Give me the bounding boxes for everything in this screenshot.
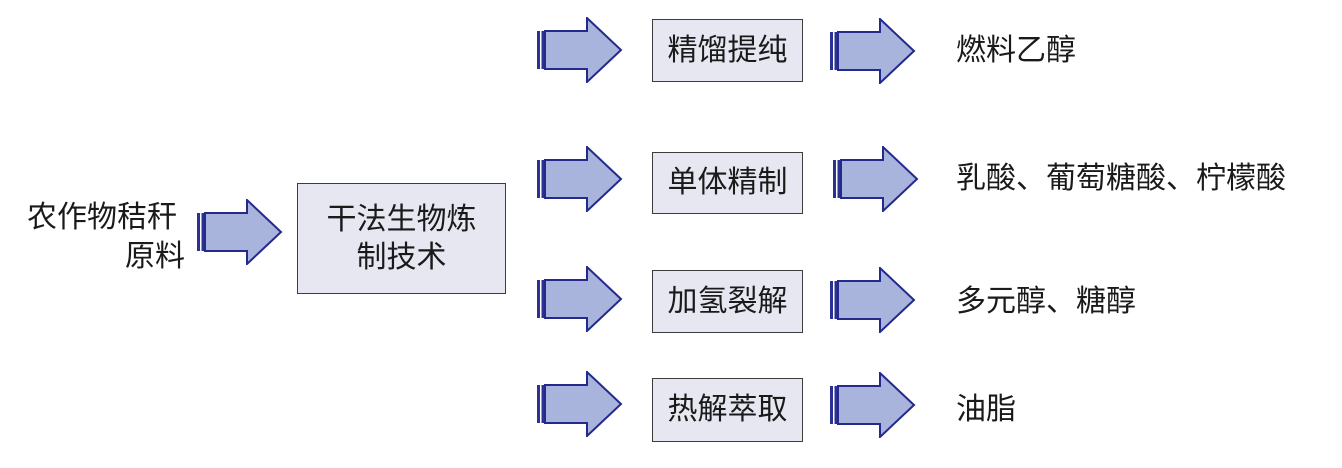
product-organic-acids: 乳酸、葡萄糖酸、柠檬酸 <box>956 161 1286 196</box>
product-arrow-1-icon <box>830 18 916 84</box>
process-box-monomer-refining: 单体精制 <box>652 152 803 214</box>
product-arrow-4-icon <box>830 372 916 438</box>
central-process-line-2: 制技术 <box>356 239 447 275</box>
source-arrow-icon <box>197 199 283 265</box>
process-box-hydrocracking: 加氢裂解 <box>652 270 803 333</box>
branch-arrow-1-icon <box>537 17 623 83</box>
branch-arrow-4-icon <box>537 371 623 437</box>
product-oils: 油脂 <box>956 392 1016 427</box>
central-process-box: 干法生物炼 制技术 <box>297 183 506 294</box>
process-label-hydrocracking: 加氢裂解 <box>667 283 788 319</box>
branch-arrow-2-icon <box>537 146 623 212</box>
process-label-pyrolysis-extraction: 热解萃取 <box>667 392 788 427</box>
source-line-2: 原料 <box>125 239 185 274</box>
product-polyols: 多元醇、糖醇 <box>956 284 1136 319</box>
product-arrow-3-icon <box>830 267 916 333</box>
product-arrow-2-icon <box>833 146 919 212</box>
source-line-1: 农作物秸秆 <box>27 200 177 235</box>
process-box-pyrolysis-extraction: 热解萃取 <box>652 378 803 442</box>
process-label-monomer-refining: 单体精制 <box>667 165 788 200</box>
branch-arrow-3-icon <box>537 266 623 332</box>
process-box-distillation: 精馏提纯 <box>652 19 803 82</box>
central-process-line-1: 干法生物炼 <box>326 201 477 237</box>
product-ethanol: 燃料乙醇 <box>956 33 1076 68</box>
process-label-distillation: 精馏提纯 <box>667 32 788 68</box>
